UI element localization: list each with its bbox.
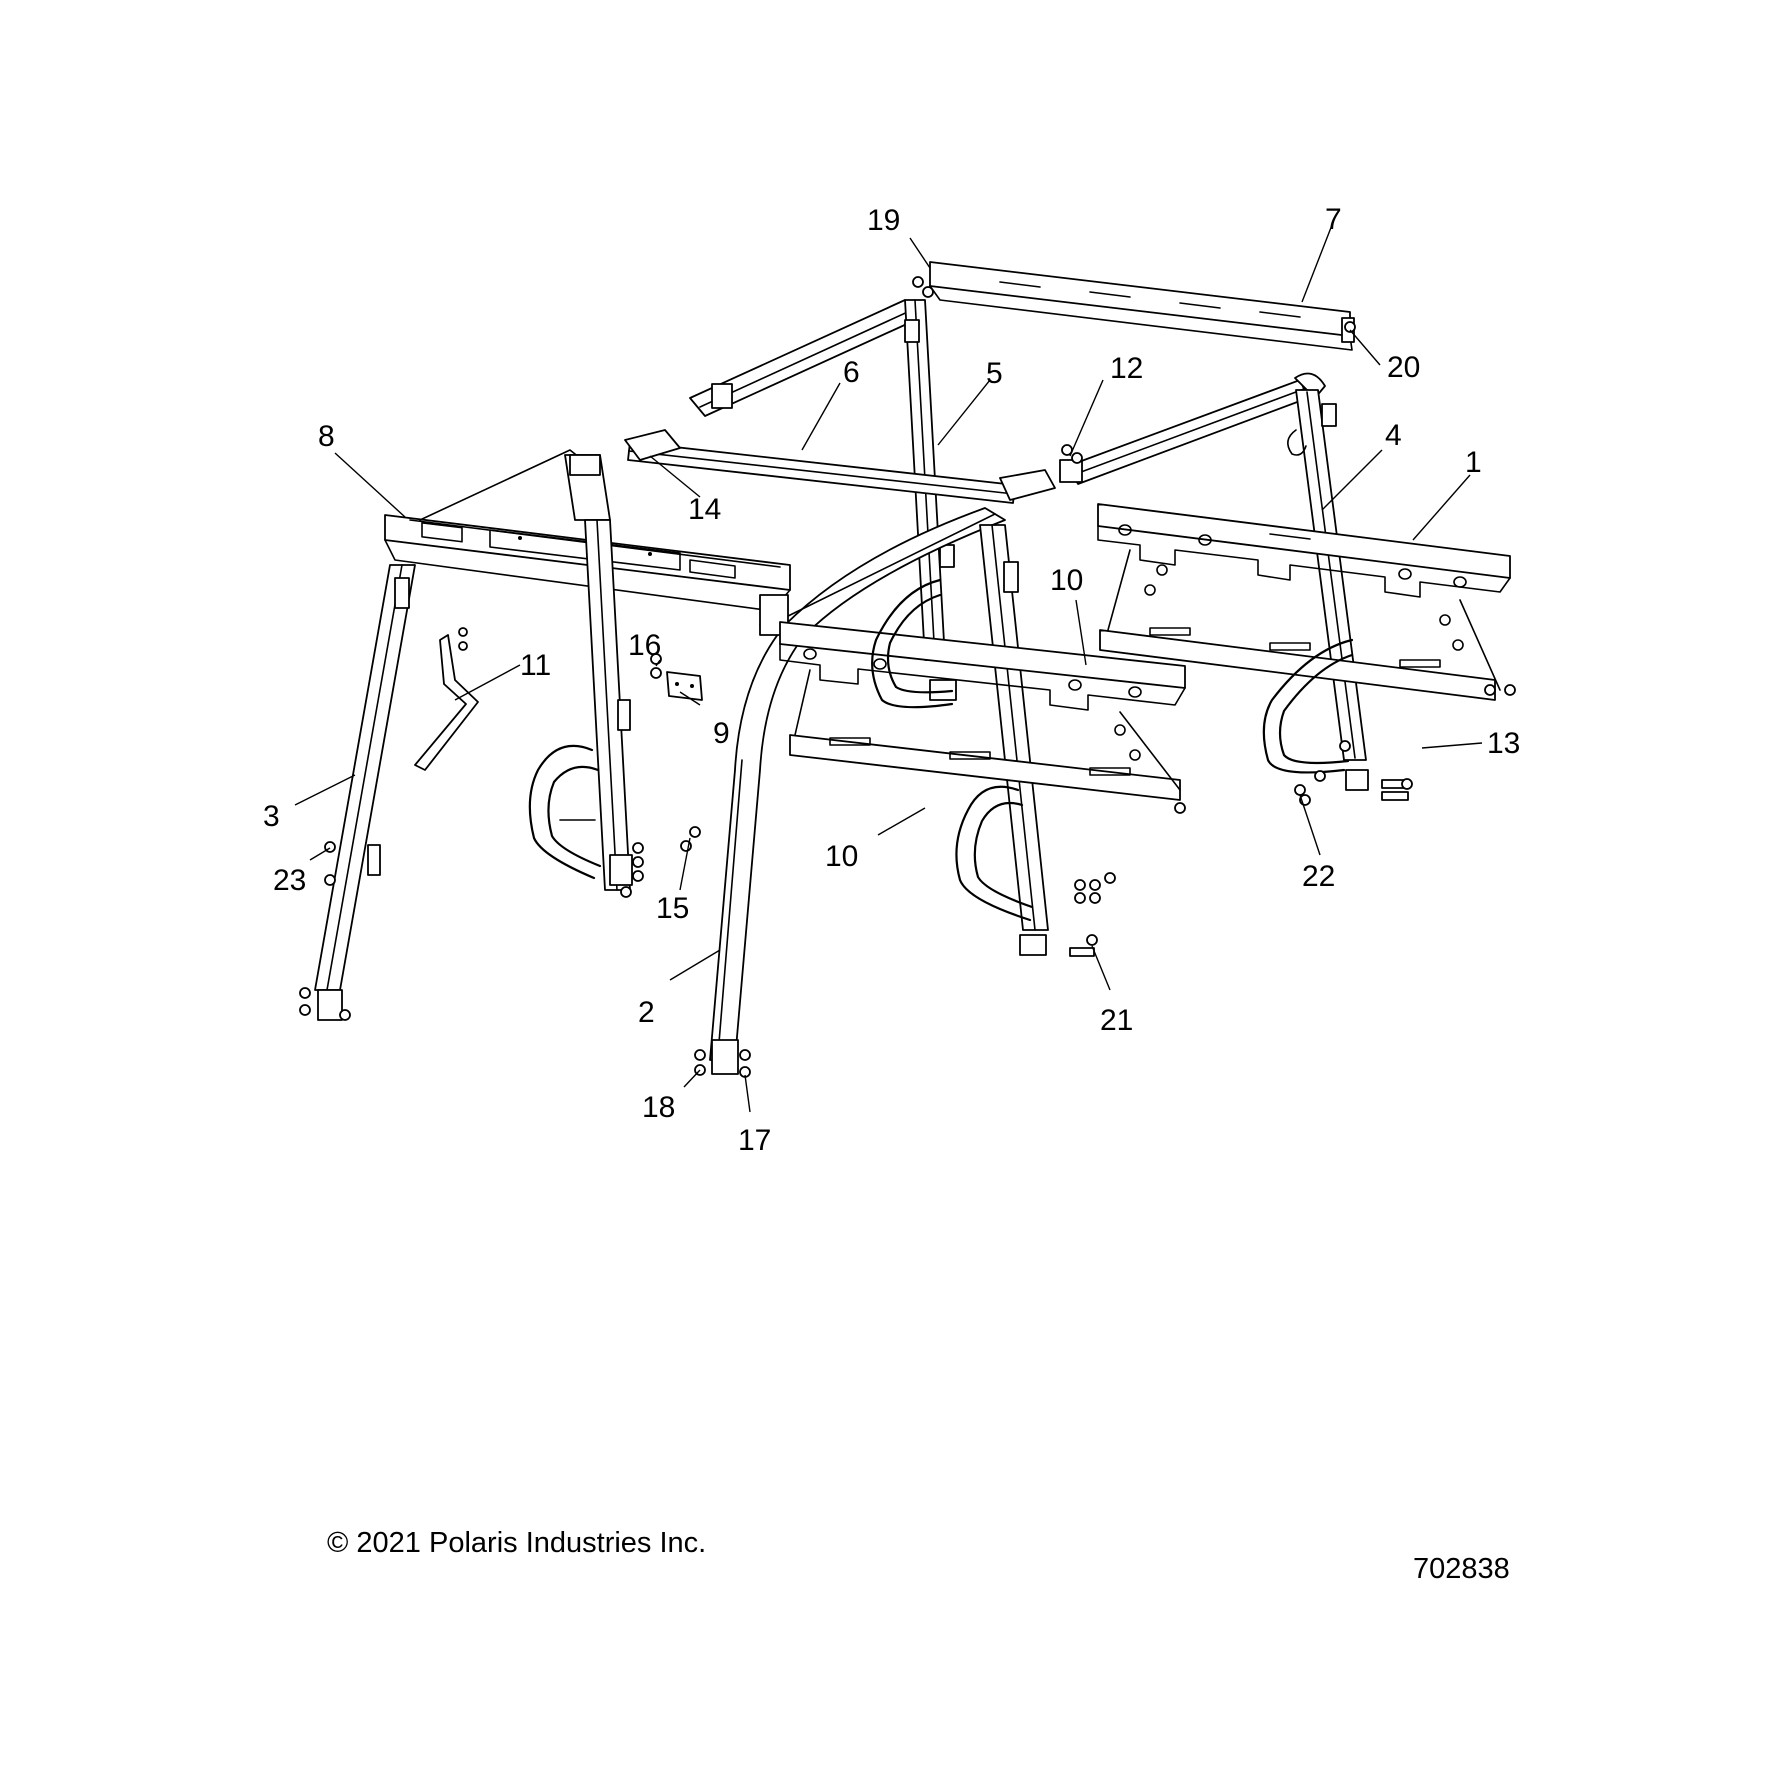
center-left-grab-handle: [871, 578, 954, 709]
rear-roof-crossbar: [929, 261, 1355, 351]
callout-14: 14: [688, 493, 721, 526]
bracket-plate: [666, 671, 703, 701]
callout-11: 11: [520, 649, 551, 682]
rear-right-grab-handle: [1262, 638, 1354, 774]
callout-18: 18: [642, 1091, 675, 1124]
callout-22: 22: [1302, 860, 1335, 893]
callout-21: 20: [1387, 351, 1420, 384]
front-right-main-hoop: [694, 507, 1006, 1078]
callout-13: 13: [1487, 727, 1520, 760]
callout-17: 17: [738, 1124, 771, 1157]
front-right-pillar: [979, 524, 1049, 956]
front-left-pillar: [299, 564, 416, 1021]
callout-10-lower: 10: [825, 840, 858, 873]
front-left-inner-pillar: [584, 519, 633, 891]
rear-left-roof-rail: [689, 299, 921, 417]
right-roof-rail: [1059, 372, 1326, 485]
callout-20: 21: [1100, 1004, 1133, 1037]
callout-10-upper: 10: [1050, 564, 1083, 597]
callout-2: 2: [638, 996, 655, 1029]
drawing-number: 702838: [1413, 1553, 1510, 1585]
callout-5: 5: [986, 357, 1003, 390]
callout-16: 16: [628, 629, 661, 662]
callout-1: 1: [1465, 446, 1482, 479]
callout-4: 4: [1385, 419, 1402, 452]
callout-3: 3: [263, 800, 280, 833]
front-right-roof-rail: [624, 429, 1056, 504]
callout-15: 15: [656, 892, 689, 925]
callout-12: 12: [1110, 352, 1143, 385]
callout-9: 9: [713, 717, 730, 750]
door-bracket: [414, 634, 479, 771]
callout-6: 6: [843, 356, 860, 389]
callout-7: 7: [1325, 203, 1342, 236]
front-right-grab-handle: [955, 785, 1034, 922]
front-left-grab-handle: [528, 744, 602, 880]
callout-19: 19: [867, 204, 900, 237]
leader-lines: [294, 224, 1483, 1113]
callout-8: 8: [318, 420, 335, 453]
rear-right-pillar: [1287, 389, 1369, 791]
right-side-rail: [1097, 503, 1511, 701]
hardware-fasteners: [324, 276, 1516, 957]
callout-labels: 19 7 20 5 6 12 8 14 4 1 10 16 11 9 13 3 …: [263, 203, 1520, 1157]
front-left-roof-rail: [419, 449, 611, 521]
middle-side-rail: [779, 621, 1186, 801]
copyright-notice: © 2021 Polaris Industries Inc.: [327, 1527, 707, 1559]
callout-23: 23: [273, 864, 306, 897]
